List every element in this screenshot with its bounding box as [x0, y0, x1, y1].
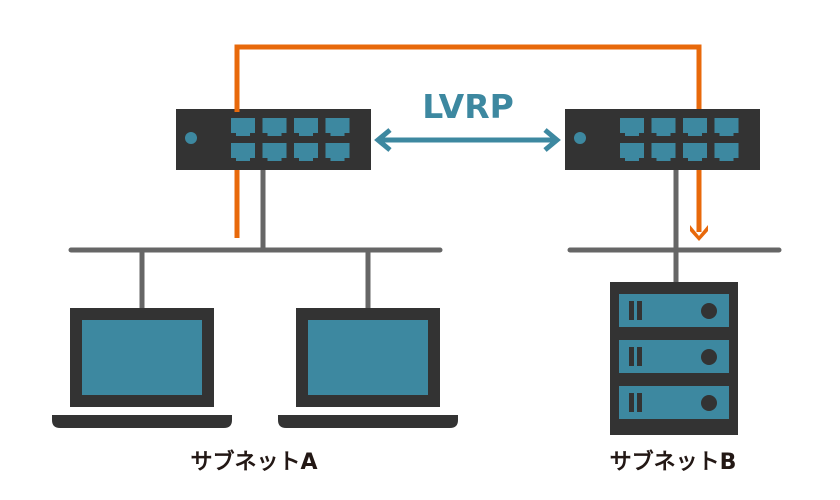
arrow-left-icon — [374, 128, 392, 152]
power-led-icon — [701, 349, 717, 365]
power-led-icon — [701, 303, 717, 319]
ethernet-port-icon — [620, 143, 644, 161]
switch-led-icon — [574, 132, 586, 144]
ethernet-port-icon — [714, 143, 739, 161]
drive-slot-icon — [637, 393, 642, 412]
laptop-1 — [52, 308, 232, 428]
drive-slot-icon — [637, 301, 642, 320]
ethernet-port-icon — [651, 143, 676, 161]
ethernet-port-icon — [714, 118, 739, 136]
switch-ports — [620, 118, 739, 161]
subnet-a-bus — [68, 170, 443, 310]
ethernet-port-icon — [683, 118, 707, 136]
subnet-b-bus — [567, 170, 782, 284]
lvrp-link: LVRP — [374, 87, 561, 152]
ethernet-port-icon — [620, 118, 644, 136]
power-led-icon — [701, 395, 717, 411]
ethernet-port-icon — [683, 143, 707, 161]
protocol-label: LVRP — [422, 87, 514, 126]
ethernet-port-icon — [231, 143, 255, 161]
ethernet-port-icon — [325, 143, 350, 161]
drive-slot-icon — [637, 347, 642, 366]
ethernet-port-icon — [294, 118, 318, 136]
ethernet-port-icon — [262, 143, 287, 161]
ethernet-port-icon — [262, 118, 287, 136]
drive-slot-icon — [629, 393, 634, 412]
ethernet-port-icon — [294, 143, 318, 161]
subnet-a-label: サブネットA — [190, 449, 317, 475]
switch-led-icon — [185, 132, 197, 144]
subnet-b-label: サブネットB — [610, 449, 737, 475]
ethernet-port-icon — [651, 118, 676, 136]
drive-slot-icon — [629, 301, 634, 320]
drive-slot-icon — [629, 347, 634, 366]
ethernet-port-icon — [325, 118, 350, 136]
switch-b — [565, 109, 760, 170]
switch-a — [176, 109, 371, 170]
laptop-2 — [278, 308, 458, 428]
ethernet-port-icon — [231, 118, 255, 136]
server-rack — [610, 282, 738, 435]
traffic-arrow-head — [690, 225, 708, 241]
arrow-right-icon — [543, 128, 561, 152]
switch-ports — [231, 118, 350, 161]
